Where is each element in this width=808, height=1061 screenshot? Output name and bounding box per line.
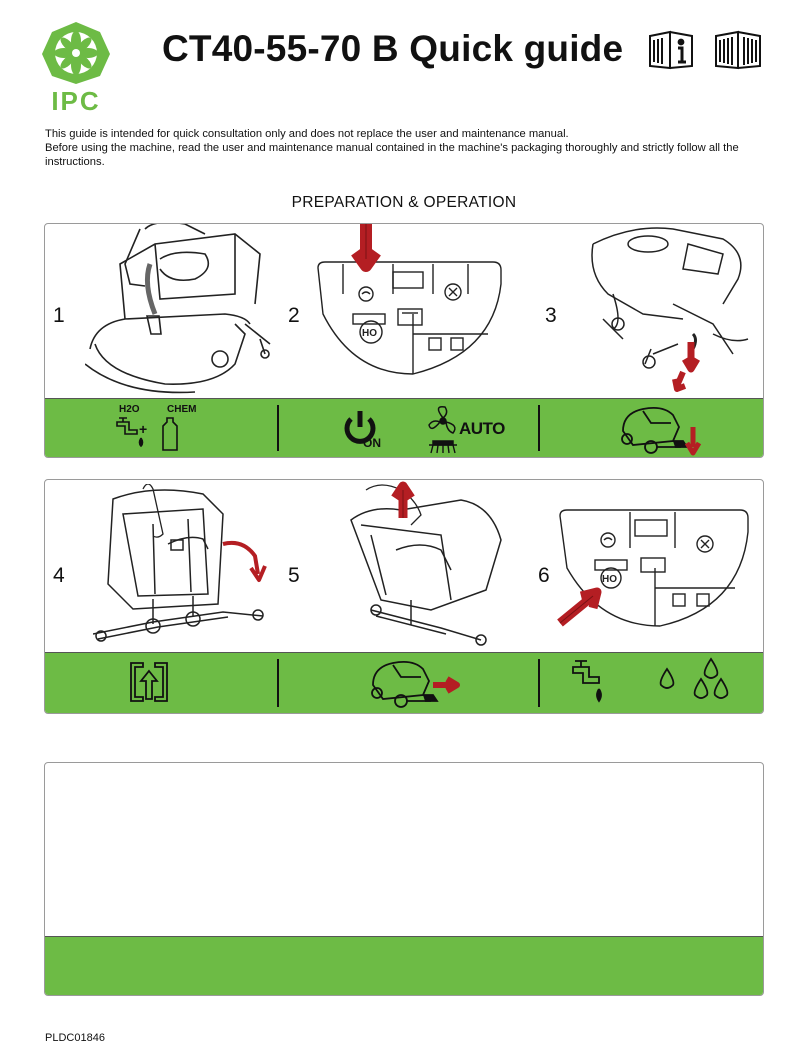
machine-brush-down-icon [621, 406, 702, 456]
fill-tank-illustration [85, 224, 271, 394]
lower-brush-pedal-illustration [591, 227, 749, 392]
ho-label-6: HO [602, 574, 617, 585]
panel1-icon-bar: H2O + CHEM ON AUTO [45, 398, 763, 457]
panel-steps-4-6: 4 5 6 [44, 479, 764, 714]
step-number-6: 6 [538, 564, 550, 587]
water-drop-high-icon [693, 657, 729, 699]
squeegee-lift-illustration [350, 481, 502, 646]
intro-line-2: Before using the machine, read the user … [45, 142, 739, 168]
ho-label-2: HO [362, 328, 377, 339]
power-on-icon [344, 411, 376, 444]
fan-brush-icon [428, 405, 457, 454]
squeegee-lever-illustration [93, 484, 267, 642]
panel-empty [44, 762, 764, 996]
control-panel-water-illustration: HO [557, 509, 749, 627]
panel2-icon-bar [45, 652, 763, 713]
separator [277, 405, 279, 451]
ipc-logo-icon [42, 22, 110, 84]
separator [277, 659, 279, 707]
tap-chem-icon [116, 417, 178, 451]
step-number-3: 3 [545, 304, 557, 327]
water-drop-low-icon [659, 667, 675, 689]
step-number-1: 1 [53, 304, 65, 327]
open-book-icon [715, 30, 761, 70]
page-title: CT40-55-70 B Quick guide [162, 28, 624, 69]
control-panel-power-illustration: HO [317, 224, 502, 375]
section-title: PREPARATION & OPERATION [291, 194, 517, 211]
machine-squeegee-forward-icon [371, 660, 460, 708]
on-label: ON [363, 436, 381, 450]
panel3-icon-bar [45, 936, 763, 995]
step-number-2: 2 [288, 304, 300, 327]
plus-label: + [139, 421, 148, 437]
auto-label: AUTO [459, 419, 505, 438]
document-code: PLDC01846 [45, 1032, 105, 1044]
water-tap-icon [572, 660, 602, 703]
step-number-4: 4 [53, 564, 65, 587]
intro-text: This guide is intended for quick consult… [45, 127, 765, 169]
separator [538, 405, 540, 451]
manual-icons [648, 30, 764, 75]
ipc-logo: IPC [36, 20, 116, 118]
logo-text: IPC [51, 86, 101, 116]
intro-line-1: This guide is intended for quick consult… [45, 128, 569, 140]
squeegee-up-icon [130, 662, 168, 702]
separator [538, 659, 540, 707]
chem-label: CHEM [167, 404, 197, 415]
step-number-5: 5 [288, 564, 300, 587]
water-label: H2O [119, 404, 140, 415]
info-book-icon [649, 30, 693, 70]
panel-steps-1-3: 1 2 3 HO [44, 223, 764, 458]
